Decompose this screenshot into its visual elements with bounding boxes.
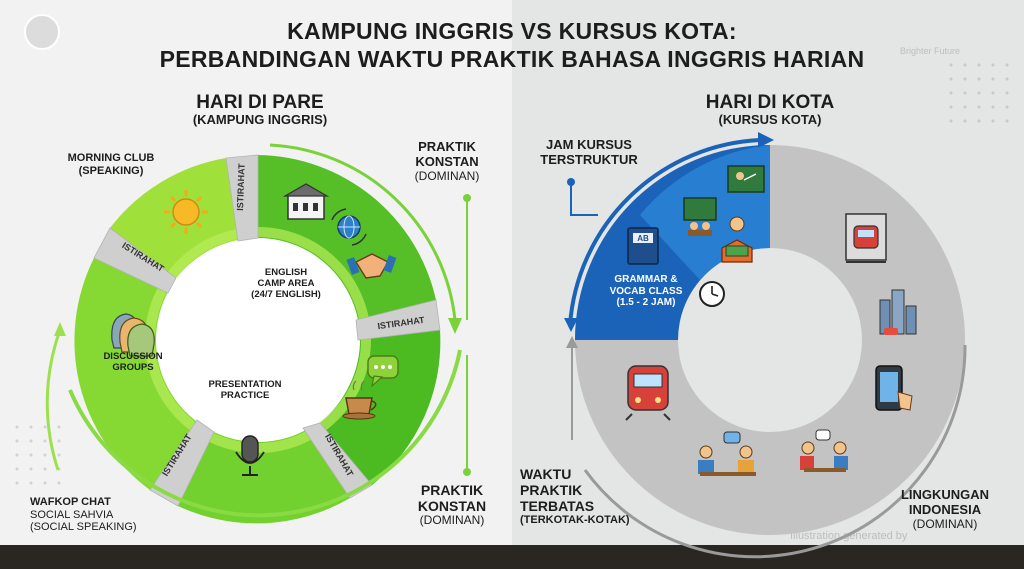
students-board-icon (683, 197, 717, 236)
arc-arrow (68, 349, 462, 518)
ring-segment-presentation (178, 428, 350, 524)
book-label: AB (637, 234, 649, 243)
ring-segment-discussion (74, 258, 197, 490)
title-line-1: KAMPUNG INGGRIS VS KURSUS KOTA: (287, 18, 737, 44)
grammar-vocab-label: GRAMMAR &VOCAB CLASS(1.5 - 2 JAM) (609, 274, 683, 308)
globe-icon (331, 208, 367, 246)
right-subheading: (KURSUS KOTA) (718, 112, 822, 127)
ring-center (678, 248, 862, 432)
arrow-head (564, 318, 578, 332)
arrow-head (54, 322, 66, 336)
arrow-head (758, 132, 774, 148)
watermark-top: Brighter Future (900, 46, 961, 56)
building-icon (282, 183, 330, 220)
bottom-strip (0, 545, 1024, 569)
arc-arrow (583, 344, 967, 559)
ring-segment-speaking (320, 330, 441, 485)
break-segment (225, 154, 259, 242)
handshake-icon (346, 253, 397, 279)
logo-icon (24, 14, 60, 50)
connector-dot (567, 178, 575, 186)
right-heading: HARI DI KOTA (705, 92, 835, 113)
arrow-head (448, 318, 462, 334)
city-buildings-icon (879, 289, 917, 335)
connector-line (570, 182, 598, 216)
dot-pattern (944, 58, 1014, 128)
arc-arrow (45, 329, 62, 471)
connector-dot (463, 194, 471, 202)
microphone-icon (235, 435, 265, 476)
left-heading: HARI DI PARE (196, 92, 324, 113)
teacher-board-icon (727, 165, 765, 193)
connector-dot (463, 468, 471, 476)
cafe-people-icon (800, 429, 848, 472)
clock-icon (699, 281, 725, 307)
coffee-cup-icon (342, 380, 377, 420)
break-segment (93, 227, 177, 294)
arrow-head (566, 336, 578, 348)
reading-student-icon (721, 216, 753, 263)
train-station-icon (845, 213, 887, 263)
title-line-2: PERBANDINGAN WAKTU PRAKTIK BAHASA INGGRI… (159, 46, 865, 72)
left-subheading: (KAMPUNG INGGRIS) (192, 112, 328, 127)
smartphone-icon (875, 365, 913, 411)
break-segment (302, 422, 373, 499)
meeting-table-icon (698, 431, 756, 476)
arc-arrow (568, 138, 761, 326)
sun-icon (164, 190, 208, 234)
morning-club-label: MORNING CLUB(SPEAKING) (67, 152, 155, 177)
break-segment (355, 299, 441, 341)
break-label: ISTIRAHAT (235, 163, 247, 211)
dot-pattern (10, 420, 66, 490)
break-segment (149, 419, 215, 507)
book-icon (627, 227, 659, 265)
chat-bubble-icon (367, 355, 399, 388)
people-heads-icon (111, 313, 155, 357)
arc-arrow (269, 143, 457, 321)
ring-center (156, 238, 360, 442)
train-icon (625, 365, 671, 421)
